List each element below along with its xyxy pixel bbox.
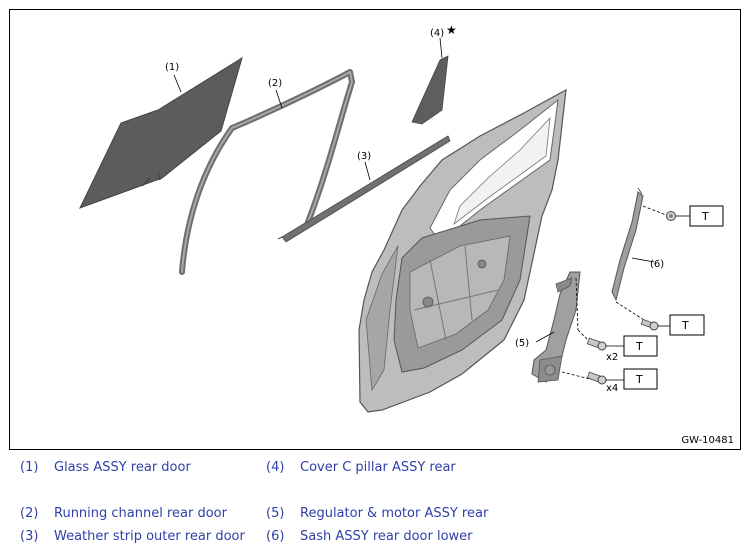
leader-line-4 xyxy=(439,37,443,59)
legend-number: (1) xyxy=(20,460,39,475)
legend-number: (6) xyxy=(266,529,285,544)
torque-label: T xyxy=(681,319,689,332)
bolt-icon xyxy=(586,337,607,351)
legend-text: Cover C pillar ASSY rear xyxy=(300,460,456,475)
bolt-icon xyxy=(586,371,607,385)
part-sash-lower xyxy=(611,187,644,302)
legend-text: Regulator & motor ASSY rear xyxy=(300,506,489,521)
legend-number: (2) xyxy=(20,506,39,521)
leader-line-6 xyxy=(631,257,655,263)
leader-line-3 xyxy=(364,161,371,181)
callout-6: (6) xyxy=(650,259,664,270)
exploded-parts-diagram: (1) (2) (3) (4) ★ xyxy=(9,9,741,450)
torque-label: T xyxy=(635,373,643,386)
leader-line-1 xyxy=(173,74,182,93)
legend-text: Glass ASSY rear door xyxy=(54,460,191,475)
quantity-x2: x2 xyxy=(606,352,618,363)
legend-number: (5) xyxy=(266,506,285,521)
part-c-pillar-cover xyxy=(411,55,449,125)
callout-4: (4) xyxy=(430,28,444,39)
dashed-connector-sash-upper xyxy=(642,205,667,216)
leader-line-5 xyxy=(535,331,555,343)
torque-box-sash-nut: T xyxy=(689,205,724,227)
dashed-connector-sash-lower xyxy=(615,301,645,321)
part-regulator-motor xyxy=(531,271,581,383)
torque-box-sash-bolt: T xyxy=(669,314,705,336)
legend-number: (4) xyxy=(266,460,285,475)
callout-2: (2) xyxy=(268,78,282,89)
dashed-connector-regulator-upper xyxy=(575,277,579,331)
figure-code: GW-10481 xyxy=(681,435,734,446)
leader-line-2 xyxy=(275,89,283,109)
torque-label: T xyxy=(701,210,709,223)
bolt-icon xyxy=(640,318,659,331)
part-glass-rear-door xyxy=(79,56,243,209)
legend-text: Running channel rear door xyxy=(54,506,227,521)
nut-icon xyxy=(666,211,676,221)
part-running-channel xyxy=(179,69,355,275)
diagram-canvas: (1) (2) (3) (4) ★ xyxy=(79,23,724,413)
star-marker: ★ xyxy=(446,23,457,37)
legend-number: (3) xyxy=(20,529,39,544)
part-weather-strip xyxy=(277,135,451,243)
torque-box-regulator-upper: T xyxy=(623,335,658,357)
callout-3: (3) xyxy=(357,151,371,162)
door-panel xyxy=(358,88,567,413)
callout-1: (1) xyxy=(165,62,179,73)
legend-text: Weather strip outer rear door xyxy=(54,529,245,544)
quantity-x4: x4 xyxy=(606,383,618,394)
torque-label: T xyxy=(635,340,643,353)
torque-box-regulator-lower: T xyxy=(623,368,658,390)
parts-legend: (1) Glass ASSY rear door (2) Running cha… xyxy=(0,452,752,552)
legend-text: Sash ASSY rear door lower xyxy=(300,529,473,544)
callout-5: (5) xyxy=(515,338,529,349)
